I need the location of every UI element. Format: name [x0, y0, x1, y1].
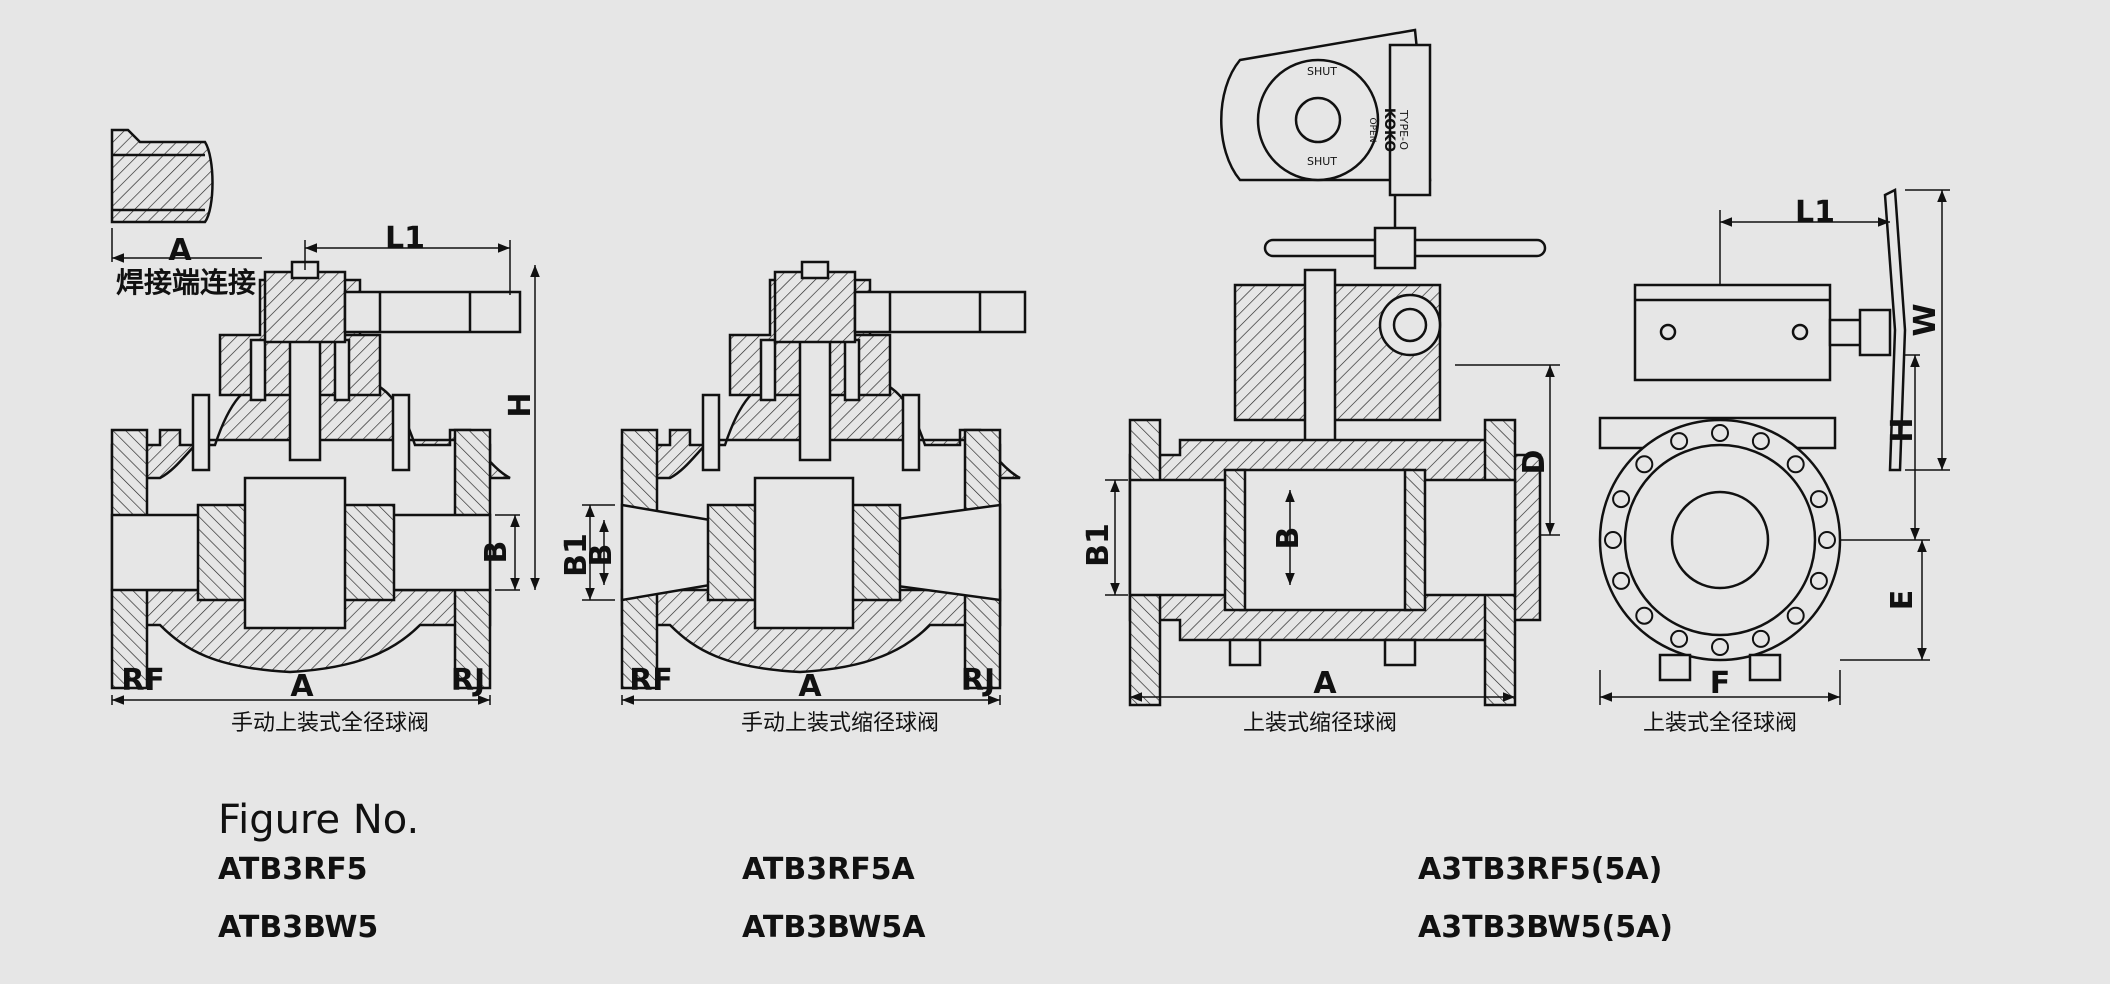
view1-A-label: A: [290, 669, 314, 704]
bolt-hole: [1670, 629, 1689, 648]
gear-open-text: OPEN: [1367, 118, 1377, 143]
flange-bolt-holes: [1604, 424, 1836, 656]
bolt-hole: [1786, 606, 1805, 625]
view2-B1-label: B1: [559, 533, 594, 577]
bolt-hole: [1711, 424, 1729, 442]
gear-shut-bottom: SHUT: [1307, 155, 1337, 168]
figure-code-1a: ATB3RF5: [218, 852, 368, 887]
weld-end-detail: [110, 128, 262, 263]
view4-caption: 上装式全径球阀: [1643, 711, 1797, 736]
view4-E-label: E: [1885, 590, 1920, 611]
view4-H-label: H: [1885, 417, 1920, 442]
view3-A-label: A: [1313, 666, 1337, 701]
bolt-hole: [1809, 490, 1828, 509]
valve-view-full-bore-manual: [110, 260, 522, 690]
bolt-hole: [1635, 455, 1654, 474]
view4-W-label: W: [1908, 303, 1943, 336]
valve-view-reduced-bore-manual: [620, 260, 1027, 690]
view3-caption: 上装式缩径球阀: [1243, 711, 1397, 736]
view4-L1-label: L1: [1795, 195, 1835, 230]
valve-view-end-elevation: [1598, 188, 1907, 682]
figure-code-3b: A3TB3BW5(5A): [1418, 910, 1673, 945]
view1-caption: 手动上装式全径球阀: [231, 711, 429, 736]
view1-H-label: H: [503, 392, 538, 417]
view1-L1-label: L1: [385, 221, 425, 256]
view2-B-label: B: [584, 544, 619, 567]
bolt-hole: [1612, 490, 1631, 509]
view2-RF-label: RF: [629, 663, 673, 698]
figure-code-2a: ATB3RF5A: [742, 852, 915, 887]
view1-RJ-label: RJ: [451, 663, 485, 698]
view3-dimensions: [1105, 364, 1560, 705]
figure-title: Figure No.: [218, 797, 420, 843]
bolt-hole: [1711, 638, 1729, 656]
weld-caption: 焊接端连接: [116, 266, 256, 299]
view2-A-label: A: [798, 669, 822, 704]
bolt-hole: [1670, 432, 1689, 451]
view2-caption: 手动上装式缩径球阀: [741, 711, 939, 736]
view3-D-label: D: [1517, 450, 1552, 475]
bolt-hole: [1635, 606, 1654, 625]
figure-code-1b: ATB3BW5: [218, 910, 379, 945]
bolt-hole: [1786, 455, 1805, 474]
bolt-hole: [1612, 571, 1631, 590]
view3-B-label: B: [1271, 527, 1306, 550]
view1-dimensions: [111, 240, 540, 705]
weld-dim-label: A: [168, 233, 192, 268]
figure-code-3a: A3TB3RF5(5A): [1418, 852, 1663, 887]
view2-dimensions: [582, 504, 1001, 705]
figure-code-2b: ATB3BW5A: [742, 910, 926, 945]
gear-indicator-text: SHUT SHUT KOKO TYPE-O OPEN: [1307, 65, 1410, 168]
gear-type-text: TYPE-O: [1397, 109, 1410, 150]
gear-brand-text: KOKO: [1381, 108, 1397, 152]
bolt-hole: [1604, 531, 1622, 549]
bolt-hole: [1818, 531, 1836, 549]
bolt-hole: [1809, 571, 1828, 590]
bolt-hole: [1751, 432, 1770, 451]
bolt-hole: [1751, 629, 1770, 648]
view1-B-label: B: [479, 541, 514, 564]
valve-view-gear-reduced-bore: [1128, 28, 1547, 707]
view3-B1-label: B1: [1081, 523, 1116, 567]
view2-RJ-label: RJ: [961, 663, 995, 698]
gear-shut-top: SHUT: [1307, 65, 1337, 78]
view4-dimensions: [1599, 189, 1950, 705]
view4-F-label: F: [1710, 666, 1731, 701]
view1-RF-label: RF: [121, 663, 165, 698]
